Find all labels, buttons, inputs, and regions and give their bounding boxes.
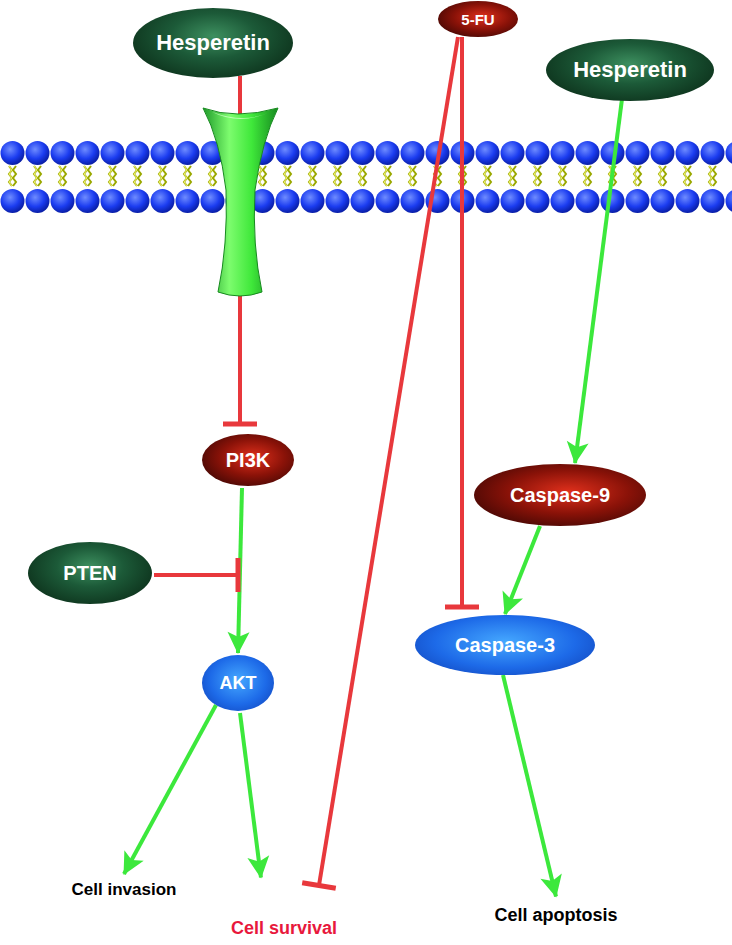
node-label: Hesperetin <box>573 57 687 83</box>
molecule-ellipse: PI3K <box>202 434 294 486</box>
molecule-ellipse: Hesperetin <box>133 8 293 78</box>
node-label: Hesperetin <box>156 30 270 56</box>
molecule-ellipse: 5-FU <box>438 1 518 37</box>
node-label: PTEN <box>63 562 116 585</box>
channel-protein <box>203 108 278 296</box>
node-label: AKT <box>220 673 257 694</box>
node-label: Cell apoptosis <box>494 905 617 926</box>
channel-rim <box>212 112 270 119</box>
activation-arrow <box>505 526 540 614</box>
molecule-ellipse: Caspase-9 <box>474 464 646 526</box>
activation-arrow <box>575 99 622 463</box>
molecule-ellipse: PTEN <box>28 542 152 604</box>
outcome-label: Cell survival <box>227 916 341 941</box>
inhibition-line <box>154 573 238 577</box>
lipid-bilayer <box>0 140 732 214</box>
activation-arrow <box>240 713 261 878</box>
inhibition-line <box>460 37 464 607</box>
node-label: Cell invasion <box>72 880 177 900</box>
activation-arrow <box>503 675 556 897</box>
molecule-ellipse: Hesperetin <box>546 39 714 101</box>
node-label: Caspase-9 <box>510 484 610 507</box>
outcome-label: Cell apoptosis <box>490 903 621 928</box>
node-label: Cell survival <box>231 918 337 939</box>
node-label: PI3K <box>226 449 270 472</box>
inhibition-line <box>319 37 458 886</box>
node-label: Caspase-3 <box>455 634 555 657</box>
molecule-ellipse: AKT <box>202 655 274 711</box>
outcome-label: Cell invasion <box>68 878 181 902</box>
node-label: 5-FU <box>461 11 494 28</box>
molecule-ellipse: Caspase-3 <box>415 615 595 675</box>
activation-arrow <box>238 488 242 653</box>
activation-arrow <box>124 705 216 874</box>
